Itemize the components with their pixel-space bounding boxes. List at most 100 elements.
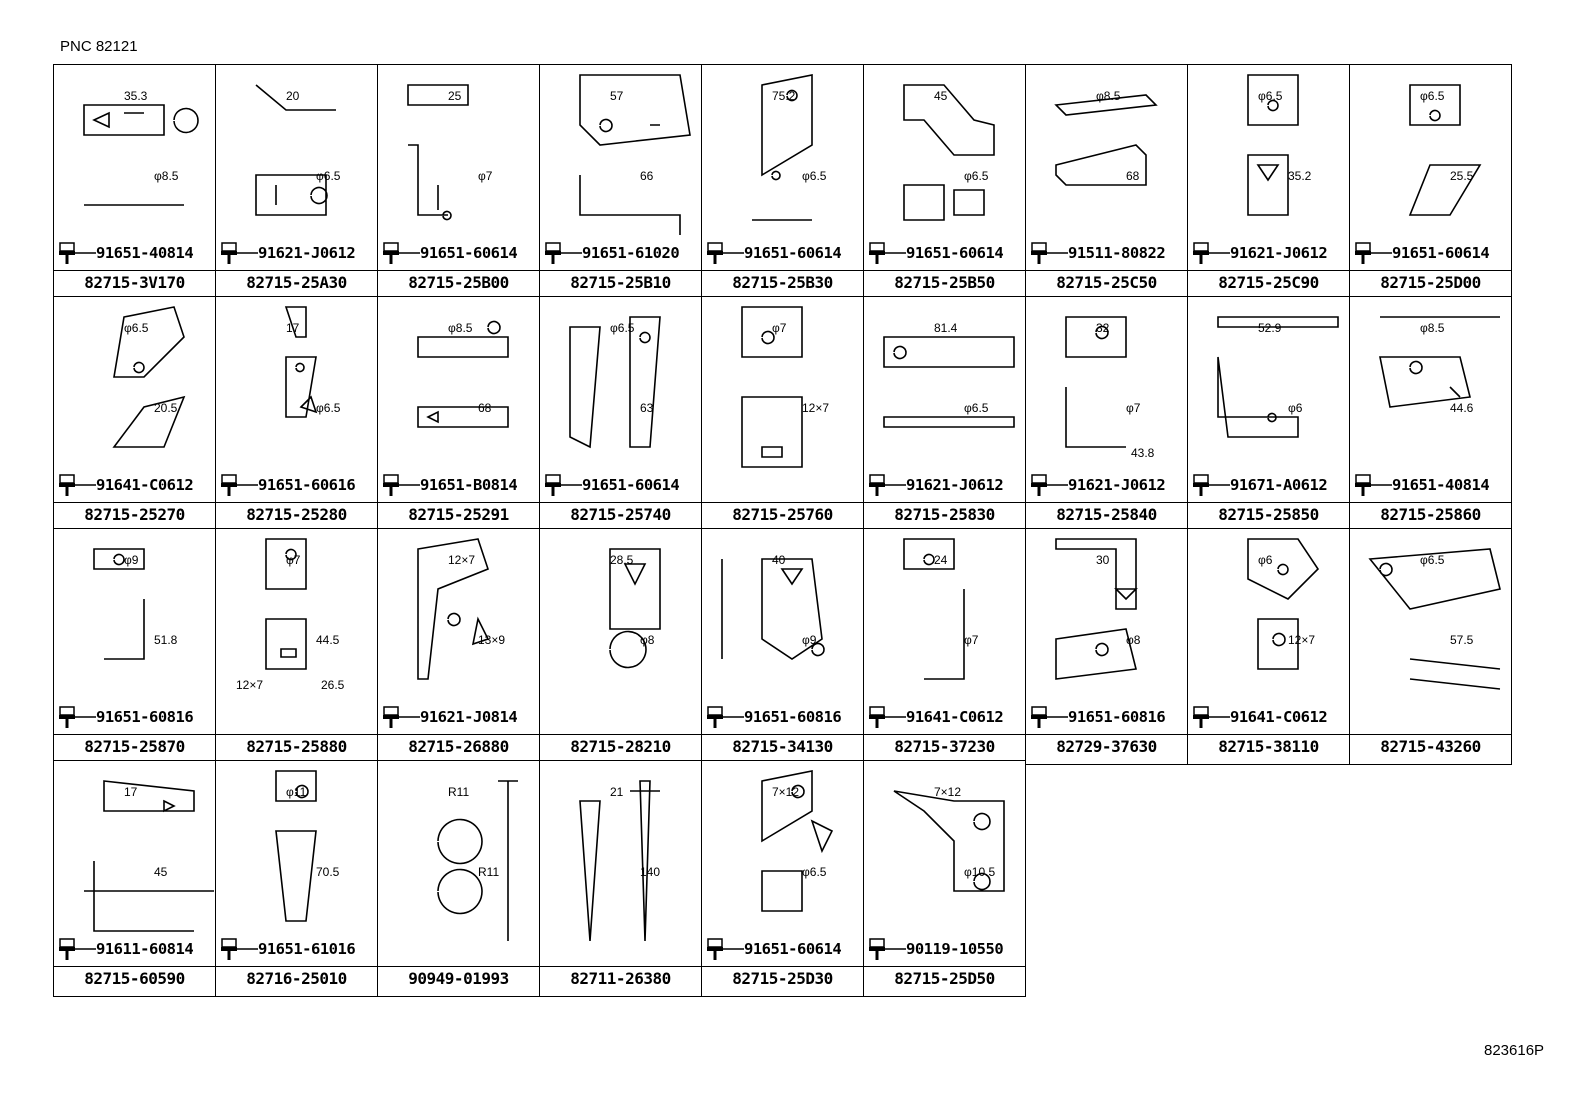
part-number[interactable]: 82715-25760 <box>732 505 833 524</box>
bolt-callout: 91651-60614 <box>382 241 540 265</box>
dimension-label: 7×12 <box>772 785 799 799</box>
dimension-label: φ6 <box>1258 553 1273 567</box>
part-number[interactable]: 82715-25280 <box>246 505 347 524</box>
dimension-label: φ6.5 <box>802 169 827 183</box>
part-number[interactable]: 82715-25B50 <box>894 273 995 292</box>
dimension-label: 75.2 <box>772 89 796 103</box>
part-number[interactable]: 82715-25840 <box>1056 505 1157 524</box>
dimension-label: 35.3 <box>124 89 148 103</box>
dimension-label: φ7 <box>1126 401 1141 415</box>
part-number[interactable]: 82715-25850 <box>1218 505 1319 524</box>
bolt-icon <box>707 706 744 728</box>
bolt-callout: 91511-80822 <box>1030 241 1188 265</box>
part-number[interactable]: 82711-26380 <box>570 969 671 988</box>
bolt-callout: 91651-61020 <box>544 241 702 265</box>
cell-divider <box>54 270 215 271</box>
part-number[interactable]: 82716-25010 <box>246 969 347 988</box>
dimension-label: 12×7 <box>236 678 263 692</box>
dimension-label: 68 <box>478 401 492 415</box>
cell-divider <box>54 734 215 735</box>
part-number[interactable]: 82729-37630 <box>1056 737 1157 756</box>
bolt-part-number: 91621-J0612 <box>258 244 356 262</box>
part-number[interactable]: 82715-28210 <box>570 737 671 756</box>
dimension-label: φ8 <box>640 633 655 647</box>
dimension-label: φ6.5 <box>316 401 341 415</box>
bolt-icon <box>869 474 906 496</box>
dimension-label: 17 <box>286 321 300 335</box>
part-number[interactable]: 82715-25C90 <box>1218 273 1319 292</box>
part-number[interactable]: 82715-25860 <box>1380 505 1481 524</box>
bolt-icon <box>1031 706 1068 728</box>
dimension-label: 13×9 <box>478 633 505 647</box>
bolt-part-number: 91611-60814 <box>96 940 194 958</box>
part-number[interactable]: 82715-25B10 <box>570 273 671 292</box>
part-number[interactable]: 82715-25270 <box>84 505 185 524</box>
part-number[interactable]: 90949-01993 <box>408 969 509 988</box>
part-number[interactable]: 82715-26880 <box>408 737 509 756</box>
bolt-callout: 91641-C0612 <box>868 705 1026 729</box>
bolt-callout: 91621-J0612 <box>868 473 1026 497</box>
bolt-callout: 91651-60616 <box>220 473 378 497</box>
part-number[interactable]: 82715-25740 <box>570 505 671 524</box>
part-number[interactable]: 82715-25291 <box>408 505 509 524</box>
dimension-label: φ6.5 <box>1420 89 1445 103</box>
part-number[interactable]: 82715-25D50 <box>894 969 995 988</box>
part-number[interactable]: 82715-25830 <box>894 505 995 524</box>
part-number[interactable]: 82715-25B00 <box>408 273 509 292</box>
bolt-part-number: 91651-60816 <box>1068 708 1166 726</box>
part-number[interactable]: 82715-25D00 <box>1380 273 1481 292</box>
part-number[interactable]: 82715-25B30 <box>732 273 833 292</box>
bolt-icon <box>869 706 906 728</box>
part-number[interactable]: 82715-43260 <box>1380 737 1481 756</box>
dimension-label: φ6.5 <box>610 321 635 335</box>
bracket-drawing: 35.3 φ8.5 <box>83 89 199 206</box>
bolt-callout: 91651-60614 <box>544 473 702 497</box>
part-number[interactable]: 82715-25D30 <box>732 969 833 988</box>
part-number[interactable]: 82715-60590 <box>84 969 185 988</box>
part-number[interactable]: 82715-25880 <box>246 737 347 756</box>
bracket-drawing: 28.5φ8 <box>609 548 661 669</box>
part-number[interactable]: 82715-25C50 <box>1056 273 1157 292</box>
part-number[interactable]: 82715-34130 <box>732 737 833 756</box>
bolt-icon <box>221 938 258 960</box>
bolt-part-number: 91651-60614 <box>1392 244 1490 262</box>
part-number[interactable]: 82715-25870 <box>84 737 185 756</box>
dimension-label: φ6.5 <box>964 169 989 183</box>
part-number[interactable]: 82715-37230 <box>894 737 995 756</box>
part-number[interactable]: 82715-38110 <box>1218 737 1319 756</box>
dimension-label: φ8.5 <box>448 321 473 335</box>
dimension-label: φ8.5 <box>1096 89 1121 103</box>
bolt-callout: 91611-60814 <box>58 937 216 961</box>
part-number[interactable]: 82715-3V170 <box>84 273 185 292</box>
cell-divider <box>378 270 539 271</box>
part-number[interactable]: 82715-25A30 <box>246 273 347 292</box>
cell-divider <box>1188 502 1349 503</box>
cell-divider <box>1188 270 1349 271</box>
bracket-drawing: φ6.557.5 <box>1368 548 1501 690</box>
bolt-part-number: 91651-60614 <box>744 940 842 958</box>
bolt-part-number: 91641-C0612 <box>906 708 1004 726</box>
cell-divider <box>54 966 215 967</box>
cell-divider <box>864 270 1025 271</box>
bolt-part-number: 91651-60816 <box>96 708 194 726</box>
bracket-drawing: φ8.544.6 <box>1379 316 1500 415</box>
dimension-label: 12×7 <box>448 553 475 567</box>
cell-divider <box>1350 270 1511 271</box>
cell-divider <box>378 734 539 735</box>
bolt-part-number: 91651-60614 <box>420 244 518 262</box>
dimension-label: φ8.5 <box>154 169 179 183</box>
bolt-part-number: 91671-A0612 <box>1230 476 1328 494</box>
